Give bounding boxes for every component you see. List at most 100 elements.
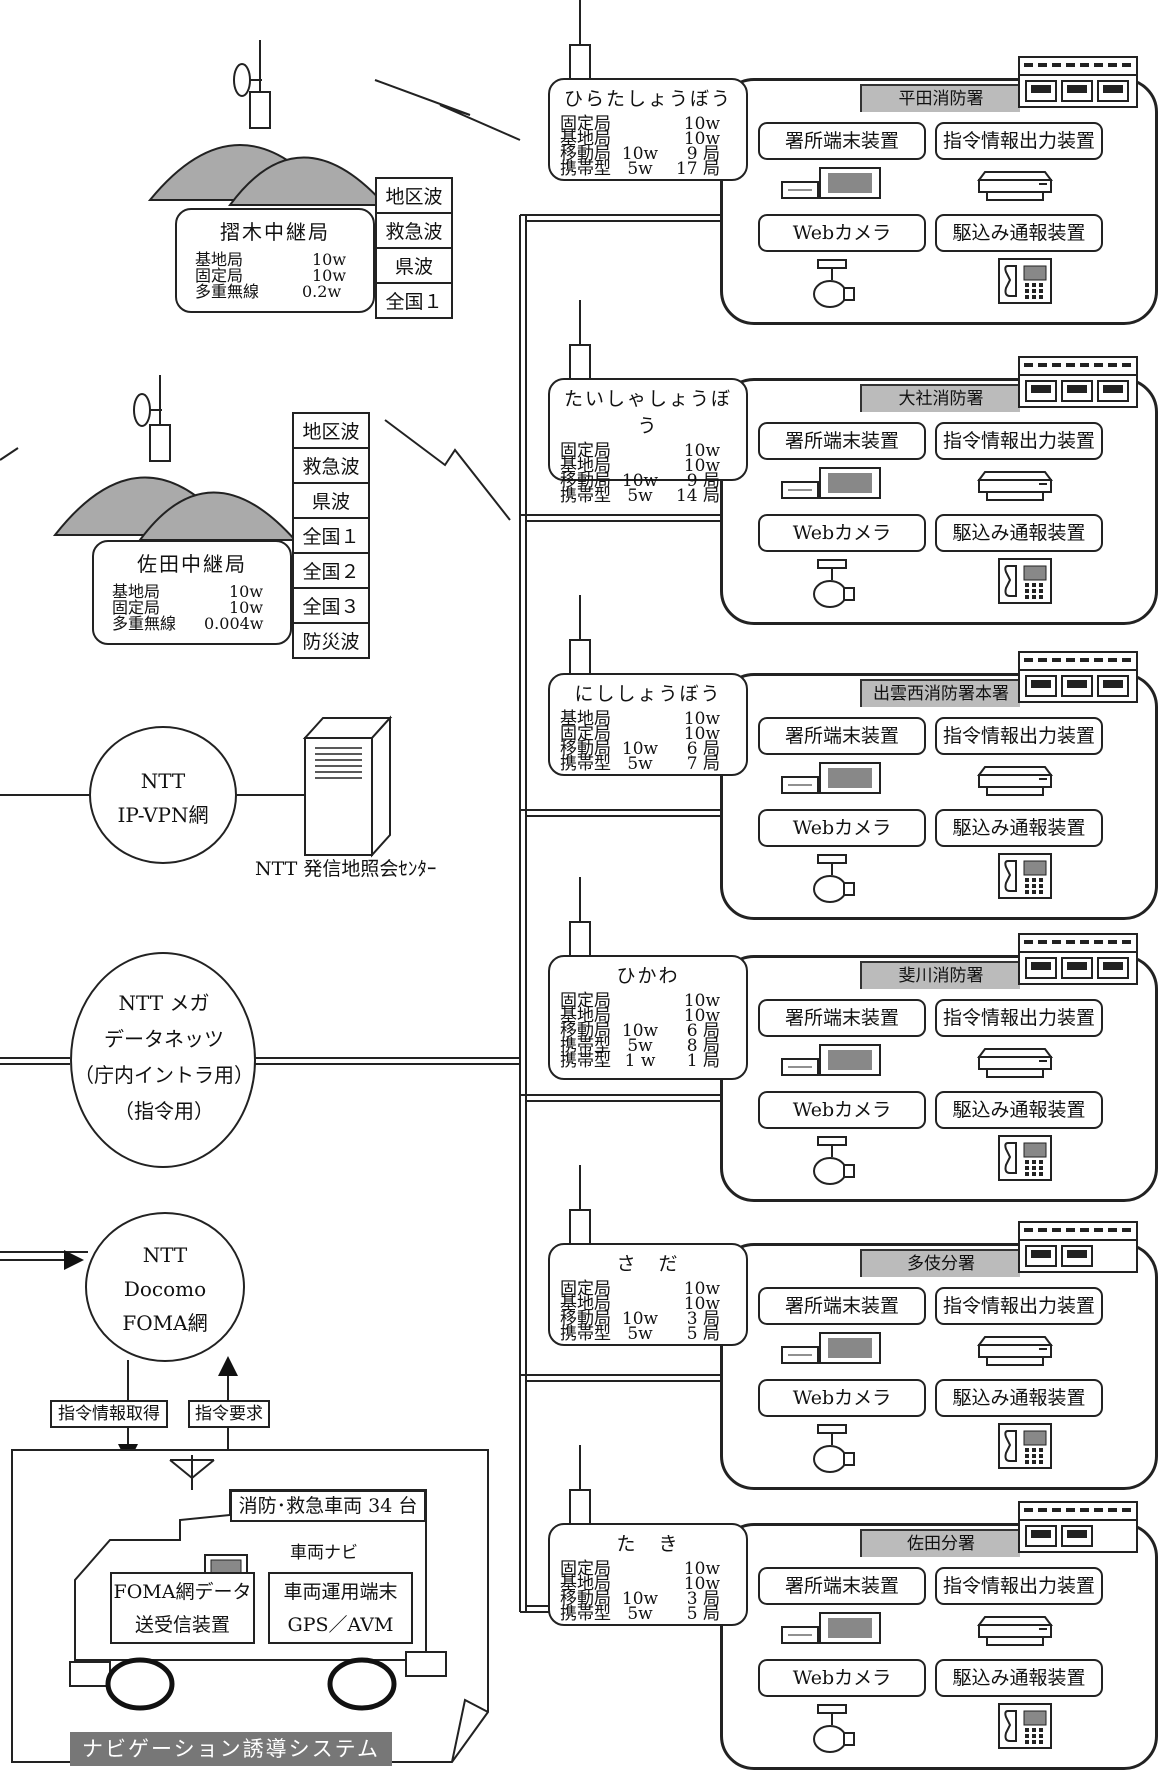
radio-row-power: 5w — [627, 1036, 653, 1056]
radio-row-power — [620, 994, 660, 1009]
ipvpn-network-ellipse — [89, 726, 237, 864]
output-device-box: 指令情報出力装置 — [935, 122, 1103, 160]
terminal-device-box: 署所端末装置 — [758, 717, 926, 755]
radio-row-power — [620, 117, 660, 132]
station-radio-name: さ だ — [616, 1253, 680, 1275]
radio-row-value: 6 局 — [686, 1021, 720, 1041]
antenna-icon — [569, 1165, 591, 1247]
radio-row-value: 10w — [683, 1559, 720, 1579]
relay-row-label: 基地局 — [112, 582, 161, 601]
camera-icon — [813, 854, 855, 903]
router-icon — [1018, 1221, 1138, 1273]
terminal-line2: GPS／AVM — [287, 1614, 394, 1636]
foma-line2: Docomo — [123, 1277, 207, 1301]
ipvpn-network-label: NTT IP-VPN網 — [90, 764, 236, 832]
terminal-icon — [781, 167, 881, 199]
radio-row-type: 移動局 — [560, 1309, 611, 1329]
radio-row-value: 7 局 — [686, 754, 720, 774]
relay-row-value: 10w — [229, 582, 264, 601]
radio-row-power: 10w — [621, 739, 659, 759]
relay-row-value: 0.004w — [204, 614, 264, 633]
foma-network-ellipse — [85, 1212, 245, 1362]
radio-row-value: 14 局 — [675, 486, 720, 506]
webcam-box: Webカメラ — [758, 1659, 926, 1697]
terminal-device-box: 署所端末装置 — [758, 1287, 926, 1325]
radio-row-type: 携帯型 — [560, 1604, 611, 1624]
output-device-box: 指令情報出力装置 — [935, 717, 1103, 755]
radio-row-type: 携帯型 — [560, 159, 611, 179]
antenna-icon — [569, 595, 591, 677]
wave-cell: 地区波 — [292, 412, 370, 449]
terminal-device-box: 署所端末装置 — [758, 1567, 926, 1605]
radio-row-power — [620, 712, 660, 727]
radio-row-value: 10w — [683, 709, 720, 729]
radio-row-value: 10w — [683, 1574, 720, 1594]
wave-cell: 全国１ — [292, 517, 370, 554]
mountain-icon — [147, 40, 388, 206]
station-name: 佐田分署 — [860, 1529, 1020, 1557]
arrow-down-label: 指令情報取得 — [50, 1400, 168, 1428]
router-icon — [1018, 933, 1138, 985]
station-frame — [720, 378, 1158, 625]
station-frame — [720, 955, 1158, 1202]
radio-row-value: 5 局 — [686, 1324, 720, 1344]
relay-row-label: 多重無線 — [112, 614, 177, 633]
station-name: 平田消防署 — [860, 84, 1020, 112]
radio-row-value: 5 局 — [686, 1604, 720, 1624]
printer-icon — [977, 1048, 1053, 1078]
intercom-icon — [998, 1423, 1052, 1469]
terminal-device-box: 署所端末装置 — [758, 122, 926, 160]
relay-row-label: 固定局 — [112, 598, 161, 617]
station-radio-name: ひかわ — [616, 965, 680, 987]
alert-device-box: 駆込み通報装置 — [935, 1659, 1103, 1697]
radio-row-type: 基地局 — [560, 1294, 611, 1314]
radio-row-type: 移動局 — [560, 1021, 611, 1041]
wave-cell: 県波 — [375, 247, 453, 284]
wave-cell: 地区波 — [375, 177, 453, 214]
radio-row-type: 携帯型 — [560, 486, 611, 506]
station-radio-name: ひらたしょうぼう — [563, 88, 732, 110]
wave-cell: 救急波 — [292, 447, 370, 484]
terminal-icon — [781, 762, 881, 794]
foma-line3: FOMA網 — [122, 1311, 208, 1335]
radio-row-power — [620, 1562, 660, 1577]
mega-line3: （庁内イントラ用） — [74, 1063, 254, 1087]
relay-station-name: 摺木中継局 — [220, 220, 330, 244]
radio-row-type: 固定局 — [560, 1279, 611, 1299]
radio-row-type: 基地局 — [560, 1006, 611, 1026]
mountain-icon — [52, 375, 298, 541]
camera-icon — [813, 559, 855, 608]
radio-row-power: 10w — [621, 1021, 659, 1041]
radio-row-type: 固定局 — [560, 1559, 611, 1579]
radio-row-type: 移動局 — [560, 1589, 611, 1609]
foma-network-label: NTT Docomo FOMA網 — [86, 1238, 244, 1340]
relay-row-label: 多重無線 — [195, 282, 260, 301]
relay-row-value: 10w — [312, 266, 347, 285]
station-name: 出雲西消防署本署 — [860, 679, 1020, 707]
terminal-device-box: 署所端末装置 — [758, 422, 926, 460]
radio-row-power: 10w — [621, 471, 659, 491]
radio-row-power: 10w — [621, 144, 659, 164]
terminal-icon — [781, 467, 881, 499]
station-radio-name: にししょうぼう — [574, 683, 722, 705]
terminal-icon — [781, 1044, 881, 1076]
relay-row-label: 固定局 — [195, 266, 244, 285]
radio-row-type: 固定局 — [560, 724, 611, 744]
radio-row-value: 1 局 — [686, 1051, 720, 1071]
mega-line1: NTT メガ — [118, 991, 210, 1015]
wave-table: 地区波 救急波 県波 全国１ 全国２ 全国３ 防災波 — [292, 412, 370, 659]
radio-row-type: 基地局 — [560, 456, 611, 476]
radio-row-power: 10w — [621, 1309, 659, 1329]
vehicle-terminal-box: 車両運用端末 GPS／AVM — [268, 1572, 413, 1644]
station-name: 斐川消防署 — [860, 961, 1020, 989]
radio-row-type: 移動局 — [560, 739, 611, 759]
printer-icon — [977, 766, 1053, 796]
radio-row-type: 固定局 — [560, 441, 611, 461]
antenna-icon — [569, 877, 591, 959]
radio-row-type: 移動局 — [560, 144, 611, 164]
